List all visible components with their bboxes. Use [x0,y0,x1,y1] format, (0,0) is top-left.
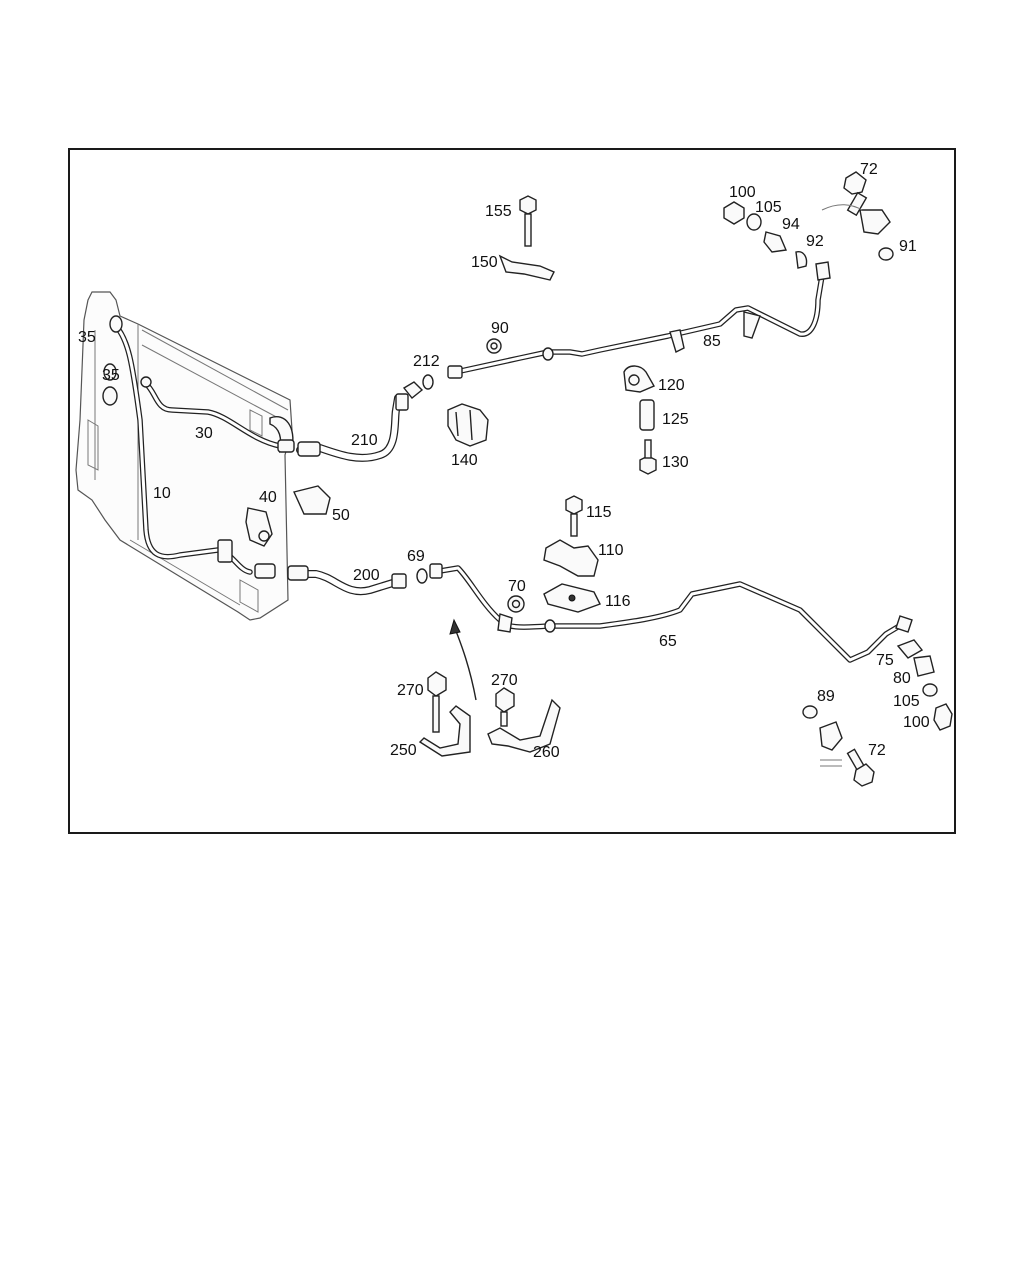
callout-75: 75 [876,652,894,669]
callout-250: 250 [390,742,417,759]
callout-10: 10 [153,485,171,502]
callout-115: 115 [586,504,612,521]
callout-72-lower: 72 [868,742,886,759]
callout-260: 260 [533,744,560,761]
callout-85: 85 [703,333,721,350]
callout-100-upper: 100 [729,184,756,201]
callout-80: 80 [893,670,911,687]
pipe-65 [429,563,913,663]
callout-65: 65 [659,633,677,650]
callout-200: 200 [353,567,380,584]
callout-105-upper: 105 [755,199,782,216]
callout-210: 210 [351,432,378,449]
pipe-10 [109,315,276,579]
hose-210 [296,381,424,462]
callout-35-upper: 35 [78,329,96,346]
callout-91: 91 [899,238,917,255]
callout-35-lower: 35 [102,367,120,384]
callout-94: 94 [782,216,800,233]
callout-130: 130 [662,454,689,471]
hose-200 [287,565,407,596]
callout-155: 155 [485,203,512,220]
callout-116: 116 [605,593,631,610]
callout-212: 212 [413,353,440,370]
radiator-assembly [75,291,294,621]
callout-105-lower: 105 [893,693,920,710]
callout-92: 92 [806,233,824,250]
callout-270-left: 270 [397,682,424,699]
callout-70: 70 [508,578,526,595]
callout-140: 140 [451,452,478,469]
fittings [245,171,953,787]
callout-270-right: 270 [491,672,518,689]
callout-69: 69 [407,548,425,565]
callout-labels: 155 150 72 100 105 94 92 91 35 35 90 85 … [78,161,930,761]
callout-120: 120 [658,377,685,394]
callout-100-lower: 100 [903,714,930,731]
callout-150: 150 [471,254,498,271]
callout-40: 40 [259,489,277,506]
callout-30: 30 [195,425,213,442]
callout-72-upper: 72 [860,161,878,178]
pipe-30 [140,376,295,453]
pipe-85 [447,261,831,379]
callout-50: 50 [332,507,350,524]
callout-125: 125 [662,411,689,428]
callout-89: 89 [817,688,835,705]
callout-110: 110 [598,542,624,559]
callout-90: 90 [491,320,509,337]
